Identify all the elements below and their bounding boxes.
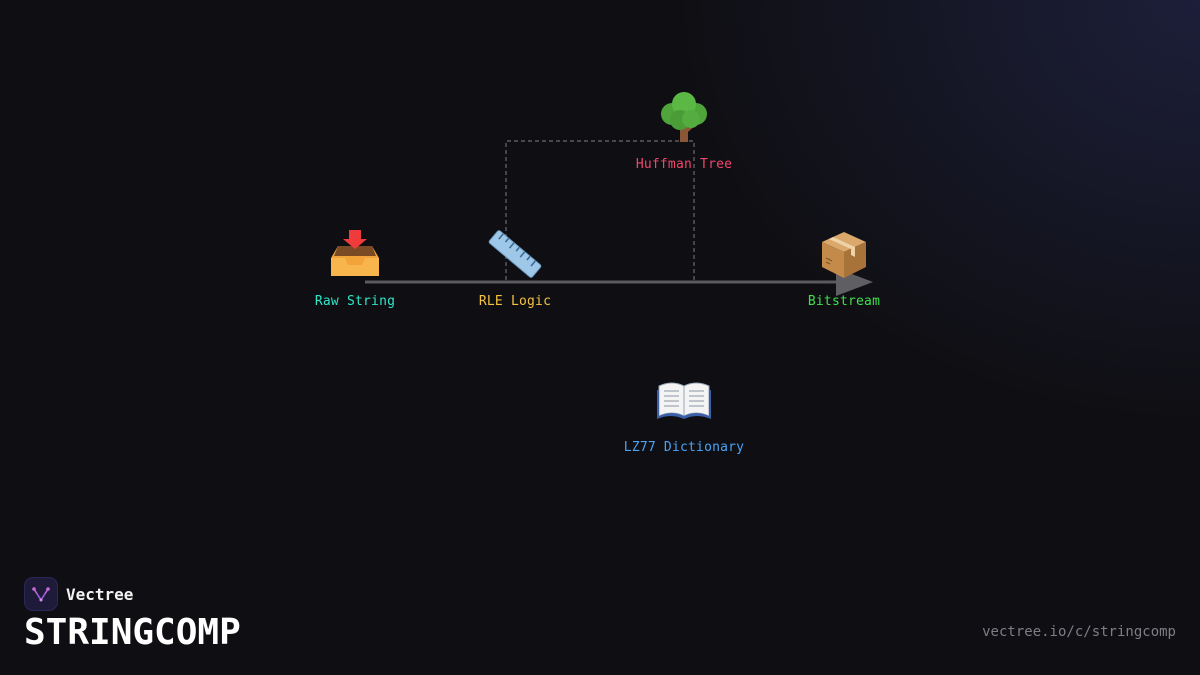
node-label-raw-string: Raw String [314, 294, 396, 309]
brand[interactable]: Vectree [24, 577, 133, 611]
package-icon [822, 232, 866, 278]
edge-rle-logic-to-huffman-tree [505, 140, 695, 280]
page-title: STRINGCOMP [24, 612, 241, 653]
footer-url[interactable]: vectree.io/c/stringcomp [982, 624, 1176, 640]
vectree-logo-icon [24, 577, 58, 611]
inbox-tray-icon [331, 230, 379, 276]
open-book-icon [657, 382, 711, 419]
node-label-huffman-tree: Huffman Tree [635, 157, 733, 172]
ruler-icon [488, 230, 542, 278]
node-label-rle-logic: RLE Logic [478, 294, 552, 309]
node-label-lz77-dictionary: LZ77 Dictionary [623, 440, 745, 455]
tree-icon [661, 92, 707, 142]
node-label-bitstream: Bitstream [807, 294, 881, 309]
brand-name: Vectree [66, 584, 134, 604]
